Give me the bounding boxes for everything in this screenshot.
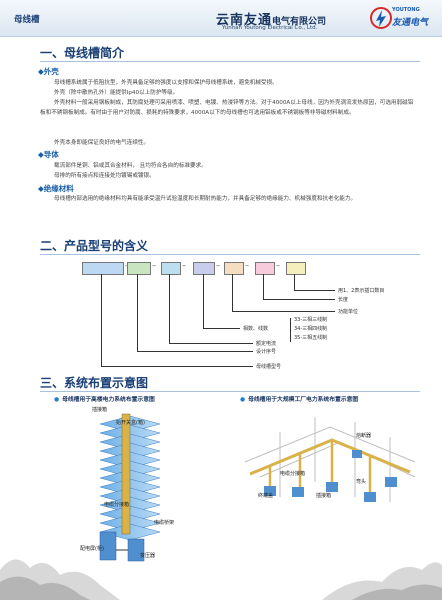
model-code-box bbox=[224, 262, 244, 275]
connector-line bbox=[169, 274, 170, 343]
conductor-paragraph-1: 载流部件是铜、铝或其合金材料， 且均符合各自的标准要求。 bbox=[54, 163, 207, 169]
connector-bracket bbox=[290, 318, 291, 342]
connector-line bbox=[294, 290, 335, 291]
company-logo-icon bbox=[370, 7, 392, 29]
conductor-paragraph-2: 母排的所有接点和连接处均镀锡或镀银。 bbox=[54, 173, 155, 179]
model-code-box bbox=[82, 262, 124, 275]
label-plug-box-right: 插接箱 bbox=[316, 493, 332, 499]
section2-title: 二、产品型号的含义 bbox=[40, 239, 149, 253]
connector-line bbox=[294, 274, 295, 290]
ink-landscape-right bbox=[322, 562, 442, 600]
logo-text-cn: 友通电气 bbox=[392, 18, 429, 28]
model-code-dash: – bbox=[276, 261, 280, 270]
connector-line bbox=[263, 299, 335, 300]
left-diagram-caption: 母线槽用于高楼电力系统布置示意图 bbox=[54, 394, 155, 403]
insulation-heading: ◆绝缘材料 bbox=[38, 184, 74, 193]
shell-heading: ◆外壳 bbox=[38, 67, 59, 76]
label-three-phase-5: 35-三相五线制 bbox=[294, 335, 328, 341]
label-rated-current: 额定电流 bbox=[256, 341, 277, 347]
label-cable-branch-box-right: 电缆分接箱 bbox=[280, 471, 306, 477]
label-function-unit: 功能单位 bbox=[338, 309, 359, 315]
model-code-box bbox=[127, 262, 151, 275]
insulation-paragraph-1: 母线槽内部选用的绝缘材料均具有能承受温升试验温度和长期耐热能力，并具备足够的绝缘… bbox=[54, 196, 357, 202]
section1-title: 一、母线槽简介 bbox=[40, 46, 125, 60]
right-diagram-caption: 母线槽用于大规模工厂电力系统布置示意图 bbox=[240, 394, 358, 403]
label-start-switch-box: 始开关盒(箱) bbox=[116, 420, 145, 426]
connector-line bbox=[203, 274, 204, 328]
model-code-box bbox=[161, 262, 181, 275]
connector-line bbox=[263, 274, 264, 299]
shell-paragraph-1: 母线槽系统属于低阻抗型，外壳具备足够的强度以支撑和保护母线槽系统，避免机械受损。 bbox=[54, 80, 278, 86]
label-transformer: 变压器 bbox=[140, 553, 156, 559]
model-code-dash: – bbox=[152, 261, 156, 270]
logo-text-en: YOUTONG bbox=[392, 7, 420, 13]
label-distribution-panel: 配电屏(柜) bbox=[80, 546, 104, 552]
page-header: 母线槽 云南友通电气有限公司 Yunnan Youtong Electrical… bbox=[0, 0, 442, 37]
header-tab-title: 母线槽 bbox=[14, 15, 40, 25]
model-code-box bbox=[255, 262, 275, 275]
connector-line bbox=[232, 311, 335, 312]
label-end-cap: 终端盖 bbox=[258, 493, 274, 499]
label-plug-box-left: 插接箱 bbox=[92, 407, 108, 413]
label-cable-branch-box-left: 电缆分接箱 bbox=[104, 502, 130, 508]
company-name-cn: 云南友通电气有限公司 bbox=[216, 13, 327, 28]
label-three-phase-4: 34-三相四线制 bbox=[294, 326, 328, 332]
section2-divider bbox=[40, 254, 420, 255]
label-socket-count: 用1、2表示插口数目 bbox=[338, 288, 385, 294]
model-code-dash: – bbox=[182, 261, 186, 270]
connector-line bbox=[232, 274, 233, 311]
label-three-phase-3: 33-三相三线制 bbox=[294, 317, 328, 323]
label-cable-tray: 电缆桥架 bbox=[154, 520, 175, 526]
connector-line bbox=[101, 366, 253, 367]
shell-paragraph-4: 外壳本身即能保证良好的电气连续性。 bbox=[54, 140, 150, 146]
shell-paragraph-3: 外壳材料一般采用钢板制成，其防腐处理可采用喷漆、喷塑、电镀、热浸锌等方法。对于4… bbox=[40, 100, 414, 116]
section3-divider bbox=[40, 391, 420, 392]
highrise-building-diagram bbox=[99, 413, 161, 562]
label-phase-wire: 相数、线数 bbox=[243, 326, 269, 332]
section1-divider bbox=[40, 61, 420, 62]
label-elbow: 弯头 bbox=[356, 479, 367, 485]
model-code-box bbox=[286, 262, 306, 275]
connector-line bbox=[137, 351, 253, 352]
factory-diagram bbox=[244, 417, 416, 502]
label-design-serial: 设计序号 bbox=[256, 349, 277, 355]
conductor-heading: ◆导体 bbox=[38, 150, 59, 159]
label-length: 长度 bbox=[338, 297, 349, 303]
label-fuse: 熔断器 bbox=[356, 433, 372, 439]
connector-line bbox=[203, 328, 240, 329]
model-code-box bbox=[193, 262, 215, 275]
shell-paragraph-2: 外壳（除中散热孔外）能提供Ip40以上防护等级。 bbox=[54, 90, 179, 96]
connector-line bbox=[137, 274, 138, 351]
section3-title: 三、系统布置示意图 bbox=[40, 376, 149, 390]
company-name-en: Yunnan Youtong Electrical Co., Ltd. bbox=[222, 25, 318, 31]
connector-line bbox=[101, 274, 102, 366]
ink-landscape-left bbox=[0, 559, 120, 600]
label-busway-model: 母线槽型号 bbox=[256, 364, 282, 370]
connector-line bbox=[169, 343, 253, 344]
model-code-dash: – bbox=[216, 261, 220, 270]
model-code-dash: – bbox=[245, 261, 249, 270]
